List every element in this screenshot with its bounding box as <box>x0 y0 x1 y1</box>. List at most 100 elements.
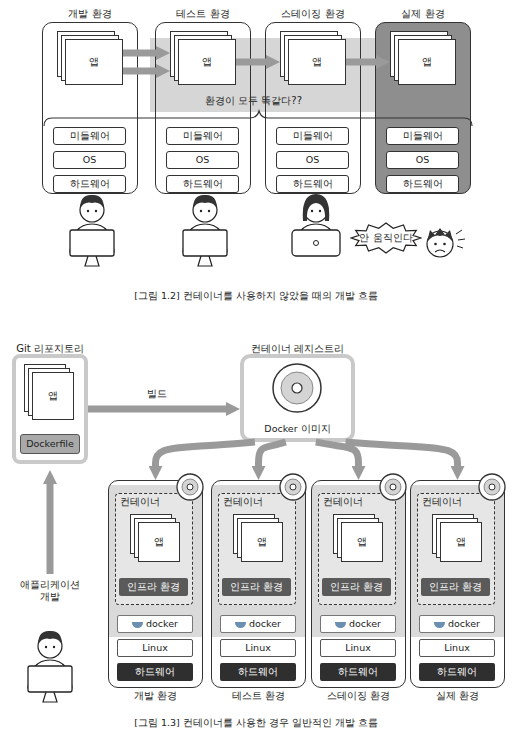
layer-box: 미들웨어 <box>166 127 239 145</box>
layer-box: OS <box>276 151 349 169</box>
infra-box: 인프라 환경 <box>421 578 490 596</box>
person-body <box>183 224 227 252</box>
container-box: 컨테이너앱인프라 환경 <box>115 493 193 605</box>
person-head <box>304 198 328 222</box>
node-heading: 실제 환경 <box>346 8 500 21</box>
person-eye <box>87 210 89 212</box>
node-text: 앱 <box>441 536 481 548</box>
troubled-figure <box>427 228 465 257</box>
person-head <box>427 231 453 257</box>
laptop-logo <box>314 241 319 246</box>
person-frown <box>435 250 445 252</box>
person-body <box>28 660 72 688</box>
node-text: 컨테이너 <box>323 496 363 508</box>
node-heading: Git 리포지토리 <box>0 343 114 356</box>
commit-arrow <box>47 484 54 574</box>
app-stack: 앱 <box>178 39 236 85</box>
node-text: 환경이 모두 똑같다?? <box>205 95 302 108</box>
docker-box: docker <box>419 615 495 633</box>
node-heading: 테스트 환경 <box>182 690 335 703</box>
environment-column: 개발 환경앱미들웨어OS하드웨어 <box>42 22 138 194</box>
person-eye <box>443 243 446 246</box>
environment-column: 실제 환경앱미들웨어OS하드웨어 <box>375 22 471 194</box>
environment-column: 실제 환경컨테이너앱인프라 환경dockerLinux하드웨어 <box>410 480 505 688</box>
sweat-lines <box>456 230 465 248</box>
person-hair <box>303 194 329 221</box>
node-text: 하드웨어 <box>117 666 193 678</box>
node-heading: 테스트 환경 <box>126 8 280 21</box>
hardware-box: 하드웨어 <box>320 663 396 681</box>
hardware-box: 하드웨어 <box>419 663 495 681</box>
node-text: Linux <box>321 642 395 654</box>
node-text: 앱 <box>179 56 235 68</box>
person-hair <box>80 195 104 209</box>
app-stack: 앱 <box>32 372 74 420</box>
person-eye <box>208 210 210 212</box>
developer-figure <box>70 195 114 266</box>
node-text: 하드웨어 <box>220 666 296 678</box>
node-text: docker <box>321 618 395 630</box>
container-box: 컨테이너앱인프라 환경 <box>417 493 495 605</box>
node-text: docker <box>118 618 192 630</box>
laptop <box>183 230 227 256</box>
environment-column: 테스트 환경앱미들웨어OS하드웨어 <box>155 22 251 194</box>
node-heading: 스테이징 환경 <box>236 8 390 21</box>
app-stack: 앱 <box>440 522 482 562</box>
node-text: 컨테이너 <box>120 496 160 508</box>
node-text: 앱 <box>139 536 179 548</box>
person-head <box>193 198 217 222</box>
hardware-box: 하드웨어 <box>220 663 296 681</box>
figure-caption: [그림 1.3] 컨테이너를 사용한 경우 일반적인 개발 흐름 <box>0 717 512 729</box>
node-heading: 개발 환경 <box>13 8 167 21</box>
environment-column: 스테이징 환경컨테이너앱인프라 환경dockerLinux하드웨어 <box>311 480 406 688</box>
operator-figure <box>292 194 340 256</box>
node-text: 미들웨어 <box>277 130 348 142</box>
infra-box: 인프라 환경 <box>119 578 188 596</box>
docker-box: docker <box>220 615 296 633</box>
node-heading: 개발 환경 <box>79 690 232 703</box>
person-eye <box>45 646 47 648</box>
layer-box: 미들웨어 <box>386 127 459 145</box>
docker-box: docker <box>117 615 193 633</box>
app-stack: 앱 <box>341 522 383 562</box>
person-eye <box>434 243 437 246</box>
node-text: 미들웨어 <box>167 130 238 142</box>
node-text: 미들웨어 <box>387 130 458 142</box>
hardware-box: 하드웨어 <box>117 663 193 681</box>
app-stack: 앱 <box>65 39 123 85</box>
laptop-stand <box>198 256 212 266</box>
infra-box: 인프라 환경 <box>222 578 291 596</box>
person-eye <box>95 210 97 212</box>
node-text: Linux <box>221 642 295 654</box>
laptop-stand <box>43 692 57 702</box>
layer-box: OS <box>166 151 239 169</box>
docker-box: docker <box>320 615 396 633</box>
flow-arrow <box>346 442 458 466</box>
app-stack: 앱 <box>398 39 456 85</box>
node-text: OS <box>54 154 125 166</box>
environment-column: 개발 환경컨테이너앱인프라 환경dockerLinux하드웨어 <box>108 480 203 688</box>
person-eye <box>319 210 321 212</box>
note-label: 애플리케이션 개발 <box>15 579 85 604</box>
person-body <box>70 224 114 252</box>
node-text: 앱 <box>342 536 382 548</box>
node-text: 앱 <box>242 536 282 548</box>
infra-box: 인프라 환경 <box>322 578 391 596</box>
flow-arrow <box>156 442 255 466</box>
linux-box: Linux <box>320 639 396 657</box>
node-text: 앱 <box>33 390 73 402</box>
laptop-stand <box>85 256 99 266</box>
node-heading: 스테이징 환경 <box>282 690 435 703</box>
node-text: 앱 <box>399 56 455 68</box>
node-text: Docker 이미지 <box>244 423 351 435</box>
layer-box: 하드웨어 <box>276 175 349 193</box>
node-text: 하드웨어 <box>167 178 238 190</box>
node-heading: 컨테이너 레지스트리 <box>214 343 381 356</box>
edge-label: 빌드 <box>117 387 197 401</box>
speech-burst: 안 움직인다 <box>350 222 422 254</box>
flow-arrow <box>88 406 226 413</box>
node-text: 하드웨어 <box>54 178 125 190</box>
layer-box: 미들웨어 <box>53 127 126 145</box>
node-text: 앱 <box>66 56 122 68</box>
flow-arrow <box>316 442 359 466</box>
